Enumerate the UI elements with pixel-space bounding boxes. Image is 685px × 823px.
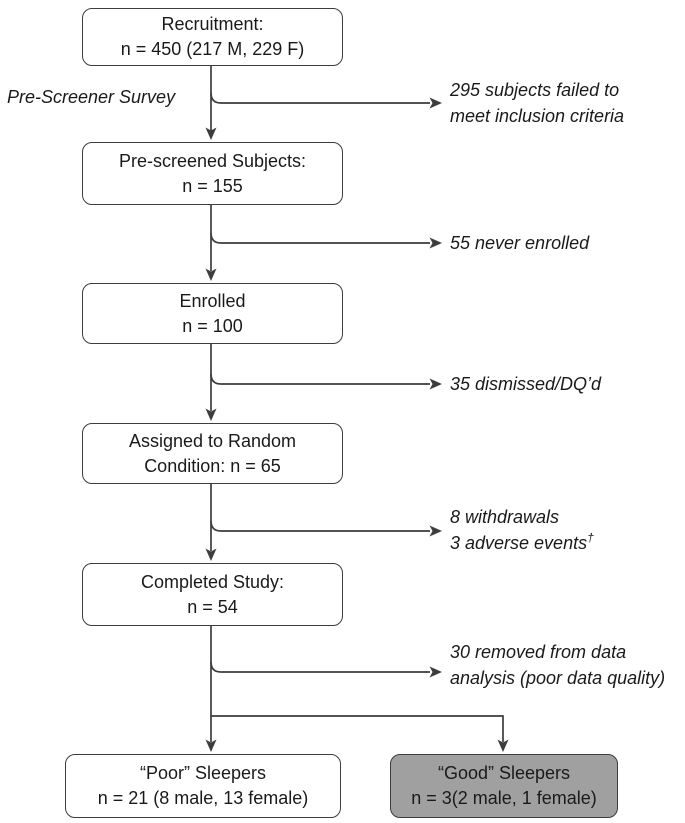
box-good-sleepers-line2: n = 3(2 male, 1 female) — [411, 788, 597, 808]
box-prescreened-line2: n = 155 — [182, 175, 243, 196]
box-recruitment-line1: Recruitment: — [161, 14, 264, 34]
label-excluded-5: 30 removed from data analysis (poor data… — [450, 639, 665, 691]
label-excluded-1: 295 subjects failed to meet inclusion cr… — [450, 77, 624, 129]
label-excluded-4-line2: 3 adverse events† — [450, 530, 594, 556]
label-prescreener-survey: Pre-Screener Survey — [7, 87, 176, 107]
box-poor-sleepers-line2: n = 21 (8 male, 13 female) — [97, 788, 309, 808]
box-recruitment-line2: n = 450 (217 M, 229 F) — [120, 39, 305, 59]
label-excluded-1-line2: meet inclusion criteria — [450, 106, 625, 126]
box-assigned-line1: Assigned to Random — [128, 430, 297, 451]
box-completed-line1: Completed Study: — [140, 571, 285, 592]
box-enrolled: Enrolled n = 100 — [82, 283, 343, 344]
label-excluded-4-line2-text: 3 adverse events — [450, 533, 588, 553]
box-recruitment: Recruitment: n = 450 (217 M, 229 F) — [82, 8, 343, 66]
box-enrolled-line1: Enrolled — [179, 290, 246, 311]
box-poor-sleepers: “Poor” Sleepers n = 21 (8 male, 13 femal… — [65, 754, 341, 818]
box-assigned: Assigned to Random Condition: n = 65 — [82, 423, 343, 484]
box-completed-line2: n = 54 — [187, 596, 238, 617]
dagger-footnote-mark: † — [587, 531, 594, 545]
box-assigned-line2: Condition: n = 65 — [144, 455, 281, 476]
label-excluded-4: 8 withdrawals 3 adverse events† — [450, 504, 594, 556]
box-prescreened-line1: Pre-screened Subjects: — [118, 150, 307, 171]
label-excluded-5-line1: 30 removed from data — [450, 642, 627, 662]
box-prescreened: Pre-screened Subjects: n = 155 — [82, 142, 343, 205]
label-excluded-3: 35 dismissed/DQ’d — [450, 374, 602, 394]
label-excluded-5-line2: analysis (poor data quality) — [450, 668, 666, 688]
label-excluded-4-line1: 8 withdrawals — [450, 507, 560, 527]
box-good-sleepers: “Good” Sleepers n = 3(2 male, 1 female) — [390, 754, 618, 818]
box-poor-sleepers-line1: “Poor” Sleepers — [139, 763, 267, 783]
box-enrolled-line2: n = 100 — [182, 315, 243, 336]
label-excluded-1-line1: 295 subjects failed to — [450, 80, 620, 100]
box-completed: Completed Study: n = 54 — [82, 563, 343, 626]
label-excluded-2: 55 never enrolled — [450, 233, 590, 253]
box-good-sleepers-line1: “Good” Sleepers — [437, 763, 571, 783]
